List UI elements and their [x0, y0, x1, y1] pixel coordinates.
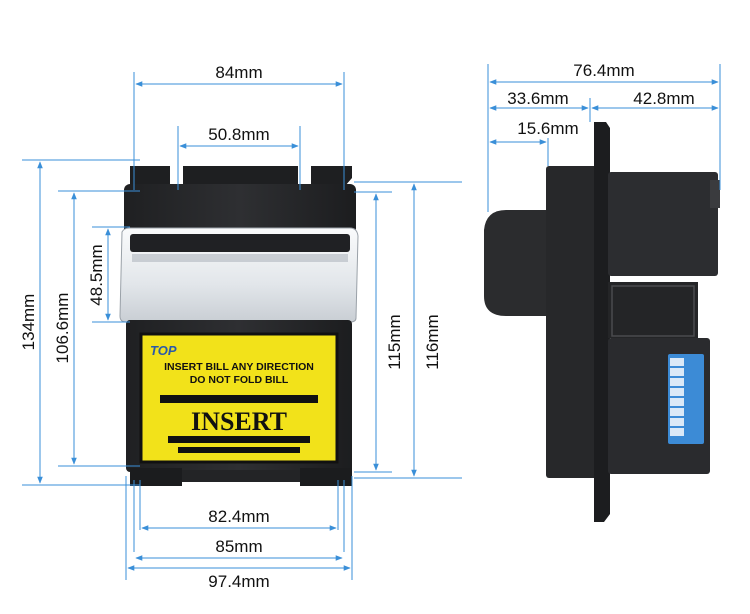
- dim-rear-depth: 42.8mm: [633, 89, 694, 108]
- side-rear-body: [608, 172, 718, 276]
- front-view-device: TOP INSERT BILL ANY DIRECTION DO NOT FOL…: [119, 166, 359, 486]
- side-flange: [594, 122, 610, 522]
- front-base: [182, 470, 300, 482]
- label-brand: TOP: [150, 343, 177, 358]
- label-main: INSERT: [191, 407, 287, 436]
- dim-bezel-height: 48.5mm: [87, 244, 106, 305]
- side-bezel-protrusion: [484, 210, 556, 316]
- side-front-body: [546, 166, 602, 478]
- dim-total-depth: 76.4mm: [573, 61, 634, 80]
- front-foot-left: [130, 468, 182, 486]
- dim-bottom-width-2: 85mm: [215, 537, 262, 556]
- label-band-2: [168, 436, 310, 443]
- side-top-ridge: [710, 180, 720, 208]
- dim-bottom-width-1: 82.4mm: [208, 507, 269, 526]
- dim-front-depth: 33.6mm: [507, 89, 568, 108]
- dimension-labels: 84mm 50.8mm 134mm 106.6mm 48.5mm 115mm 1…: [19, 61, 695, 591]
- label-line2: DO NOT FOLD BILL: [190, 374, 289, 386]
- dip-switch: [668, 354, 704, 444]
- dim-height-right-inner: 115mm: [385, 314, 404, 369]
- dimension-lines: [22, 64, 721, 580]
- side-connector-housing: [611, 285, 695, 337]
- dim-top-width: 84mm: [215, 63, 262, 82]
- front-upper-body: [124, 184, 356, 234]
- side-middle-section: [608, 282, 698, 338]
- dim-bottom-width-3: 97.4mm: [208, 572, 269, 591]
- dim-height-right-outer: 116mm: [423, 314, 442, 369]
- label-line1: INSERT BILL ANY DIRECTION: [164, 361, 314, 373]
- dim-flange-depth: 15.6mm: [517, 119, 578, 138]
- front-foot-right: [300, 468, 352, 486]
- dim-height-body: 106.6mm: [53, 293, 72, 364]
- label-band-1: [160, 395, 318, 403]
- front-bezel-shadow: [132, 254, 348, 262]
- front-bill-slot: [130, 234, 350, 252]
- side-view-device: [484, 122, 720, 522]
- dim-slot-spacing: 50.8mm: [208, 125, 269, 144]
- label-band-3: [178, 447, 300, 453]
- dim-height-total: 134mm: [19, 294, 38, 351]
